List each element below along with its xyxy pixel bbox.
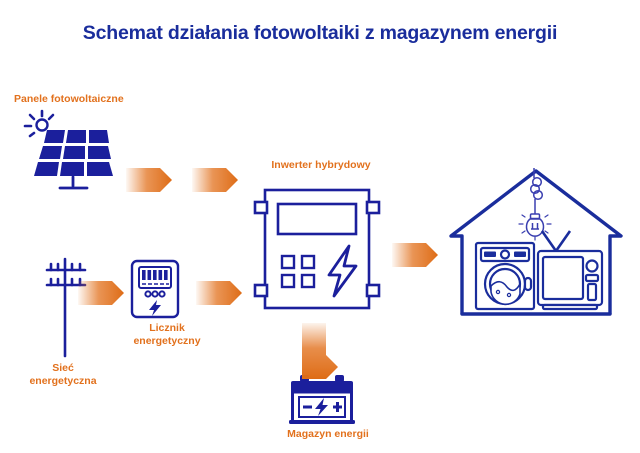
battery-icon: [286, 374, 358, 426]
solar-panel-icon: [23, 109, 113, 190]
light-bulb-icon: [518, 168, 552, 241]
label-solar-panels: Panele fotowoltaiczne: [14, 93, 124, 105]
battery-minus-sign: [303, 405, 312, 409]
solar-panel-stand: [58, 175, 89, 190]
arrow-inverter-to-battery: [302, 323, 338, 379]
arrow-panels-to-inverter-1: [126, 168, 172, 192]
lightning-bolt-icon: [327, 244, 358, 298]
arrow-panels-to-inverter-2: [192, 168, 238, 192]
label-inverter: Inwerter hybrydowy: [271, 159, 371, 171]
inverter-buttons: [280, 254, 316, 289]
house-icon: [446, 168, 626, 316]
arrow-meter-to-inverter: [196, 281, 242, 305]
meter-display-bars: [142, 270, 168, 280]
inverter-icon: [252, 180, 382, 320]
solar-cells: [34, 130, 113, 176]
page-title: Schemat działania fotowoltaiki z magazyn…: [82, 22, 558, 44]
arrow-grid-to-meter: [78, 281, 124, 305]
solar-panel-group: [18, 108, 128, 193]
label-energy-meter: Licznik energetyczny: [133, 322, 201, 347]
lightning-bolt-icon: [149, 300, 161, 316]
washing-machine-icon: [474, 241, 536, 311]
house-outline: [449, 169, 623, 314]
inverter-display: [276, 202, 358, 236]
arrow-inverter-to-house: [392, 243, 438, 267]
label-power-grid: Sieć energetyczna: [29, 362, 97, 387]
energy-meter-icon: [128, 258, 182, 320]
lightning-bolt-icon: [315, 398, 328, 416]
label-energy-storage: Magazyn energii: [287, 428, 369, 440]
battery-plus-sign-v: [336, 402, 339, 412]
television-icon: [536, 230, 604, 311]
meter-dials: [144, 290, 166, 298]
sun-icon: [23, 109, 55, 138]
